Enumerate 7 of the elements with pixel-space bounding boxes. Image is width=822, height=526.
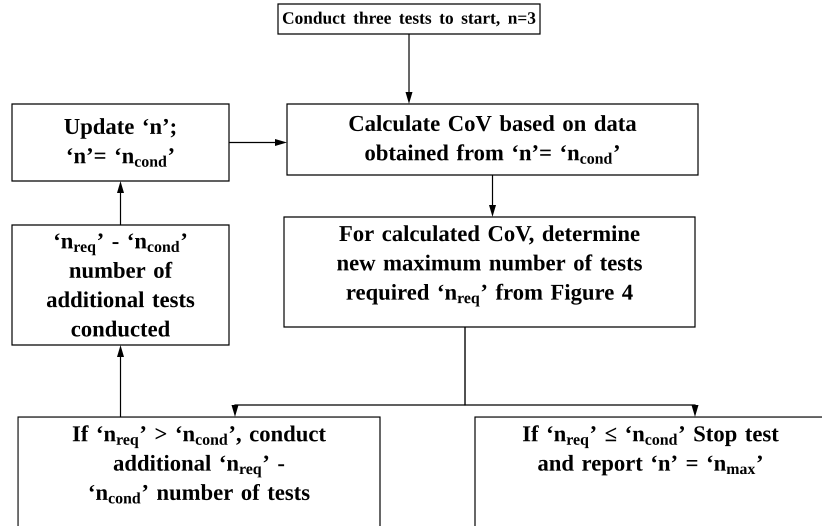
process-box: For calculated CoV, determine new maximum number of tests required ‘n$_{req}$’ from Figure 4 xyxy=(283,216,696,328)
process-box: ‘n$_{req}$’ - ‘n$_{cond}$’ number of additional tests conducted xyxy=(11,224,230,346)
process-box: Conduct three tests to start, n=3 xyxy=(277,3,541,35)
process-box: If ‘n$_{req}$’ ≤ ‘n$_{cond}$’ Stop test and report ‘n’ = ‘n$_{max}$’ xyxy=(474,416,822,526)
process-box: Calculate CoV based on data obtained from ‘n’= ‘n$_{cond}$’ xyxy=(286,103,699,176)
process-box: If ‘n$_{req}$’ > ‘n$_{cond}$’, conduct additional ‘n$_{req}$’ - ‘n$_{cond}$’ number of tests xyxy=(17,416,381,526)
process-box: Update ‘n’; ‘n’= ‘n$_{cond}$’ xyxy=(11,103,230,182)
